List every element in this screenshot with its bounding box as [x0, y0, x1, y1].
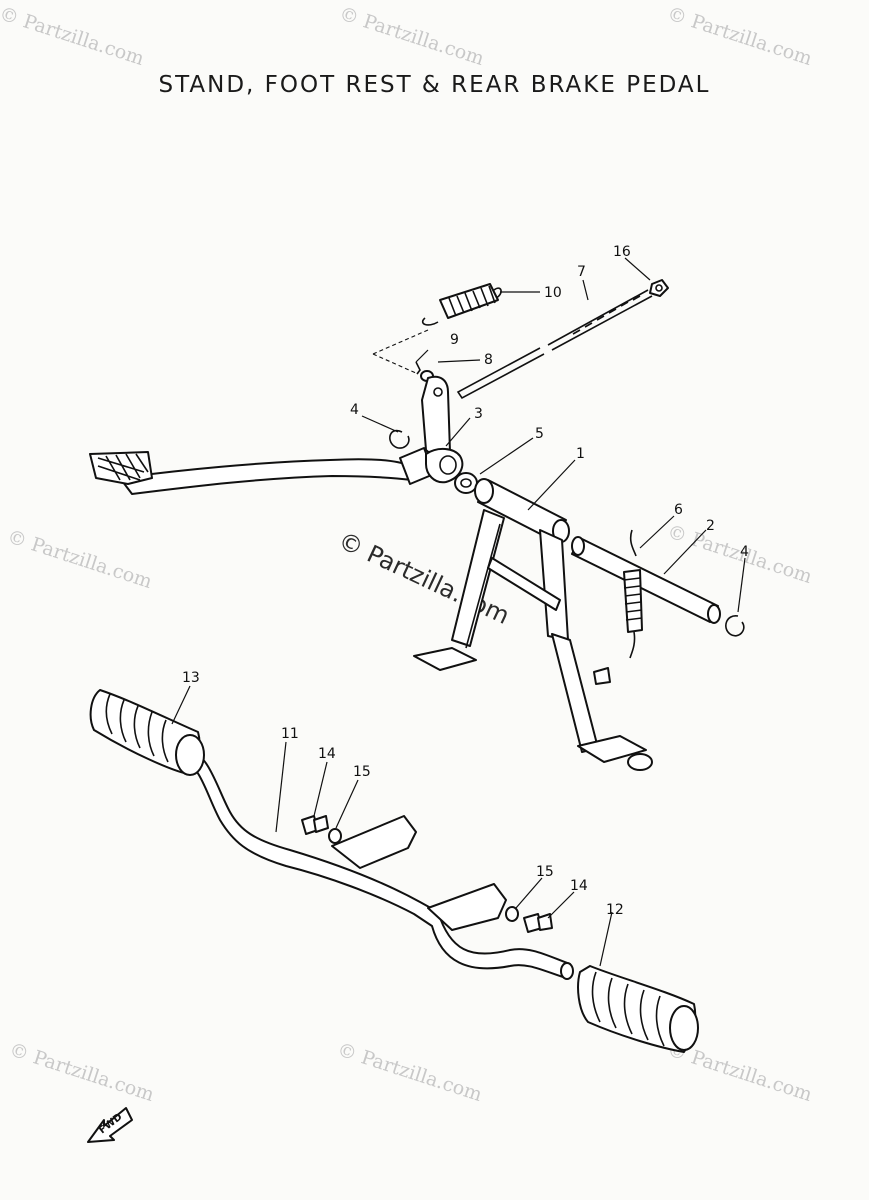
callout-16: 16: [613, 244, 631, 260]
callout-3: 3: [474, 406, 483, 422]
callout-8: 8: [484, 352, 493, 368]
part-3-brake-pedal: [89, 375, 464, 495]
part-4-circlip: [725, 615, 745, 637]
callout-4: 4: [740, 544, 749, 560]
part-7-brake-rod: [456, 289, 653, 400]
callout-15: 15: [536, 864, 554, 880]
part-11-footrest-bar: [183, 747, 574, 980]
callout-12: 12: [606, 902, 624, 918]
callout-5: 5: [535, 426, 544, 442]
callout-1: 1: [576, 446, 585, 462]
page-title: STAND, FOOT REST & REAR BRAKE PEDAL: [158, 72, 711, 98]
callout-6: 6: [674, 502, 683, 518]
callout-9: 9: [450, 332, 459, 348]
part-5-washer: [454, 472, 478, 494]
part-2-shaft: [571, 536, 721, 624]
part-13-footrest-rubber: [89, 689, 205, 776]
callout-10: 10: [544, 285, 562, 301]
part-4-circlip: [389, 429, 410, 449]
part-1-main-stand: [413, 478, 653, 771]
callout-11: 11: [281, 726, 299, 742]
part-12-footrest-rubber: [577, 965, 699, 1053]
callout-13: 13: [182, 670, 200, 686]
part-6-spring: [623, 529, 643, 659]
part-10-spring: [421, 283, 502, 326]
part-15-washer: [328, 828, 342, 844]
callout-15: 15: [353, 764, 371, 780]
callout-2: 2: [706, 518, 715, 534]
fwd-arrow-icon: FWD: [87, 1107, 133, 1143]
callout-7: 7: [577, 264, 586, 280]
callout-4: 4: [350, 402, 359, 418]
callout-14: 14: [318, 746, 336, 762]
part-14-bolt: [301, 815, 329, 835]
part-15-washer: [505, 906, 519, 922]
part-14-bolt: [523, 913, 553, 933]
leader-lines: [171, 257, 746, 967]
part-9-cotter-pin: [415, 361, 421, 375]
part-16-nut: [649, 279, 669, 297]
callout-14: 14: [570, 878, 588, 894]
